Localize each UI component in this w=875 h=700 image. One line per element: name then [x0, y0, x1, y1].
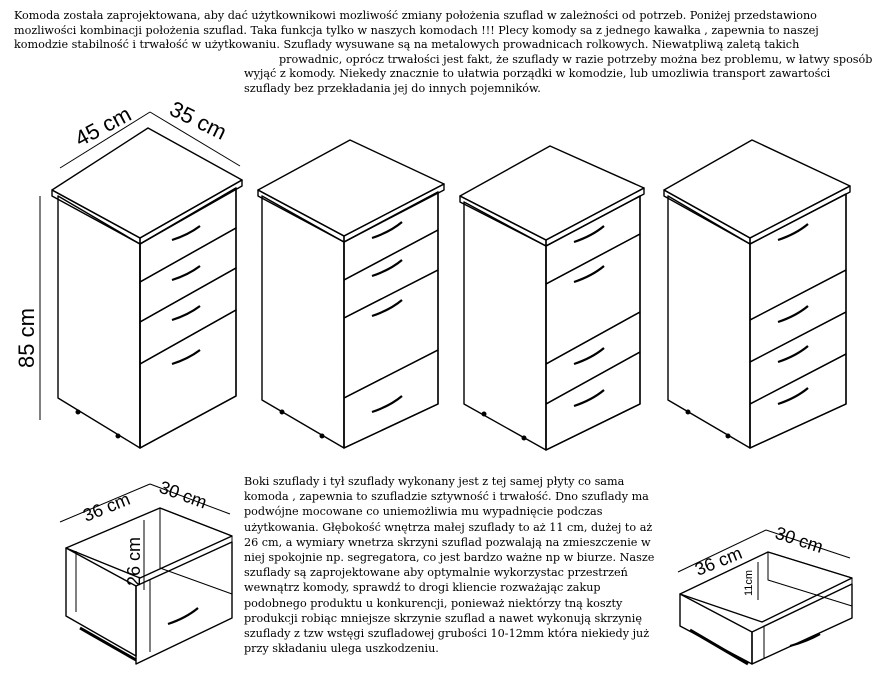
small-drawer-width-label: 36 cm	[692, 543, 745, 580]
desc-line-8: wewnątrz komody, sprawdź to drogi klienc…	[244, 581, 601, 595]
desc-line-6: niej spokojnie np. segregatora, co jest …	[244, 551, 655, 565]
dresser-4	[663, 139, 851, 449]
small-drawer-depth-label: 30 cm	[773, 523, 826, 557]
desc-line-11: szuflady z tzw wstęgi szufladowej gruboś…	[244, 627, 650, 641]
small-drawer-height-label: 11cm	[743, 570, 755, 596]
desc-line-7: szuflady są zaprojektowane aby optymalni…	[244, 566, 628, 580]
dim-width-label: 45 cm	[71, 101, 136, 151]
large-drawer-width-label: 36 cm	[80, 489, 133, 526]
desc-line-9: podobnego produktu u konkurencji, poniew…	[244, 596, 623, 610]
desc-line-12: przy składaniu ulega uszkodzeniu.	[244, 642, 439, 656]
intro-line-5: wyjąć z komody. Niekedy znacznie to ułat…	[244, 67, 831, 80]
intro-line-2: mozliwości kombinacji położenia szuflad.…	[14, 23, 819, 37]
intro-line-4: prowadnic, oprócz trwałości jest fakt, ż…	[279, 52, 873, 66]
large-drawer-depth-label: 30 cm	[157, 477, 210, 513]
intro-text: Komoda została zaprojektowana, aby dać u…	[14, 9, 872, 96]
desc-line-4: użytkowania. Głębokość wnętrza małej szu…	[244, 520, 653, 534]
desc-line-5: 26 cm, a wymiary wnetrza skrzyni szuflad…	[244, 535, 651, 549]
desc-line-3: podwójne mocowane co uniemożliwia mu wyp…	[244, 505, 603, 519]
desc-line-2: komoda , zapewnia to szufladzie sztywnoś…	[244, 490, 649, 504]
intro-line-3: komodzie stabilność i trwałość w użytkow…	[14, 38, 800, 51]
intro-line-1: Komoda została zaprojektowana, aby dać u…	[14, 9, 817, 22]
large-drawer-height-label: 26 cm	[124, 537, 144, 586]
dim-depth-label: 35 cm	[166, 96, 231, 145]
drawer-description: Boki szuflady i tył szuflady wykonany je…	[244, 474, 654, 656]
intro-line-6: szuflady bez przekładania jej do innych …	[244, 81, 541, 95]
dresser-3	[459, 145, 645, 451]
dresser-1	[39, 111, 243, 449]
desc-line-10: produkcji robiąc mniejsze skrzynie szufl…	[244, 611, 642, 625]
dim-height-label: 85 cm	[14, 308, 39, 368]
small-drawer	[677, 529, 853, 666]
large-drawer	[59, 483, 233, 665]
dresser-2	[257, 139, 445, 449]
desc-line-1: Boki szuflady i tył szuflady wykonany je…	[244, 475, 625, 488]
